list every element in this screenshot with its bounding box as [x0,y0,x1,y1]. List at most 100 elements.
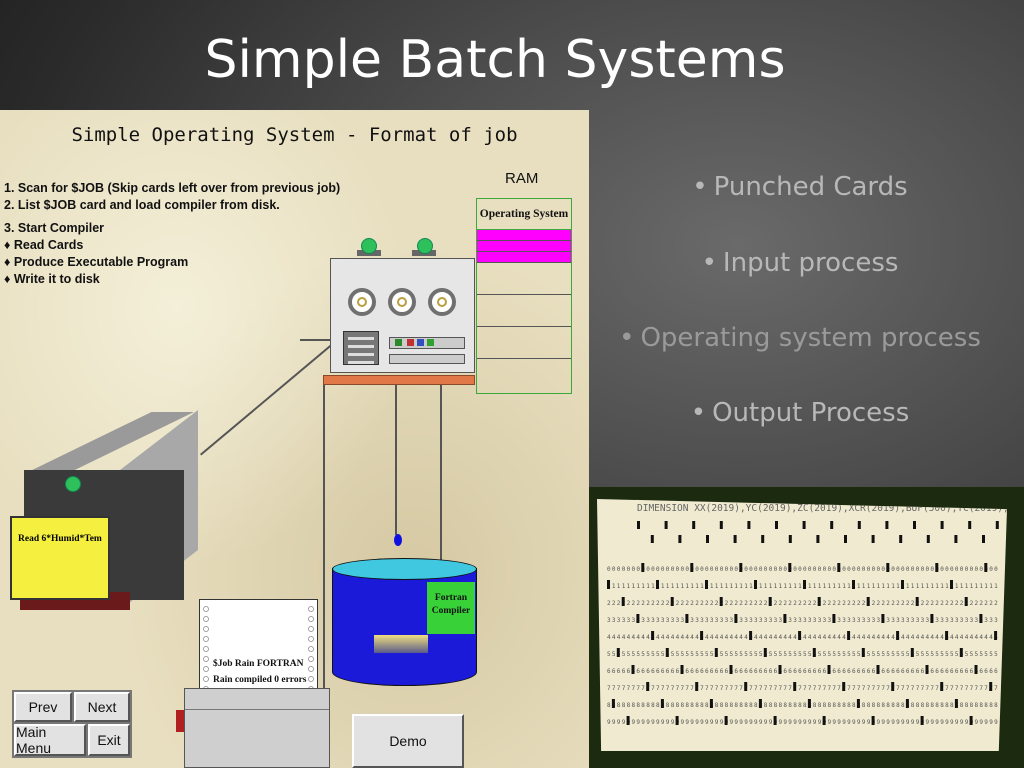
exit-button[interactable]: Exit [88,724,130,756]
card-mark: 3 [612,617,616,624]
demo-button[interactable]: Demo [352,714,464,768]
card-mark: 7 [636,685,640,692]
card-mark: 4 [695,634,699,641]
card-mark: 3 [891,617,895,624]
card-mark: 5 [896,651,900,658]
card-mark [940,682,944,691]
card-mark: 2 [641,600,645,607]
card-mark: 9 [681,719,685,726]
card-mark: 6 [852,668,856,675]
control-panel [343,331,379,365]
card-mark: 2 [842,600,846,607]
card-mark: 5 [945,651,949,658]
card-mark: 9 [622,719,626,726]
card-mark [733,535,737,543]
card-mark: 4 [754,634,758,641]
card-mark: 7 [935,685,939,692]
main-menu-button[interactable]: Main Menu [14,724,86,756]
card-mark [935,563,939,572]
card-mark: 2 [891,600,895,607]
card-mark: 7 [676,685,680,692]
card-mark [974,665,978,674]
diagram-title: Simple Operating System - Format of job [71,124,518,146]
punched-card-deck: Read 6*Humid*Tem [6,512,110,600]
card-mark: 2 [656,600,660,607]
card-mark: 5 [710,651,714,658]
card-mark: 1 [685,583,689,590]
card-mark: 5 [891,651,895,658]
card-mark: 0 [896,566,900,573]
card-mark: 0 [744,566,748,573]
card-mark: 2 [808,600,812,607]
card-mark: 8 [975,702,979,709]
card-mark [680,665,684,674]
card-mark: 9 [759,719,763,726]
card-mark: 9 [975,719,979,726]
card-mark: 1 [881,583,885,590]
card-mark: 6 [685,668,689,675]
card-mark: 9 [984,719,988,726]
card-mark: 4 [725,634,729,641]
card-mark: 5 [734,651,738,658]
card-mark: 4 [720,634,724,641]
card-mark [778,665,782,674]
ram-row [477,327,571,359]
card-mark: 6 [661,668,665,675]
card-mark: 2 [930,600,934,607]
card-mark: 8 [921,702,925,709]
prev-button[interactable]: Prev [14,692,72,722]
card-mark: 1 [832,583,836,590]
card-mark: 1 [759,583,763,590]
card-mark: 8 [881,702,885,709]
bullet-input-process: •Input process [701,248,899,278]
card-mark: 0 [955,566,959,573]
led-icon [395,339,402,346]
card-mark [788,563,792,572]
card-mark: 5 [705,651,709,658]
card-mark: 7 [739,685,743,692]
card-mark: 6 [769,668,773,675]
card-mark: 8 [646,702,650,709]
card-mark: 6 [886,668,890,675]
card-mark [678,535,682,543]
card-mark: 3 [769,617,773,624]
card-mark: 3 [857,617,861,624]
card-mark: 3 [739,617,743,624]
card-mark: 7 [607,685,611,692]
card-mark: 1 [837,583,841,590]
card-mark: 2 [705,600,709,607]
next-button[interactable]: Next [74,692,130,722]
card-mark [734,614,738,623]
card-mark: 9 [607,719,611,726]
card-mark: 8 [891,702,895,709]
card-mark: 7 [886,685,890,692]
card-mark: 8 [739,702,743,709]
card-mark: 2 [926,600,930,607]
card-mark: 1 [783,583,787,590]
card-mark [982,535,985,543]
card-mark: 7 [955,685,959,692]
card-mark: 2 [940,600,944,607]
card-mark [700,631,704,640]
card-mark: 4 [666,634,670,641]
card-mark: 4 [730,634,734,641]
card-mark: 3 [759,617,763,624]
card-mark: 7 [803,685,807,692]
card-mark: 1 [749,583,753,590]
card-mark [968,521,972,529]
card-mark: 9 [695,719,699,726]
card-mark: 9 [832,719,836,726]
card-mark: 9 [891,719,895,726]
tape-reel-icon [388,288,416,316]
card-mark: 3 [715,617,719,624]
card-mark: 4 [926,634,930,641]
card-mark: 7 [725,685,729,692]
card-mark: 4 [881,634,885,641]
disk-indicator-icon [394,534,402,546]
card-mark [837,563,841,572]
card-mark [913,521,916,529]
card-mark: 7 [769,685,773,692]
card-mark: 6 [872,668,876,675]
tape-reel-icon [428,288,456,316]
card-mark: 5 [881,651,885,658]
